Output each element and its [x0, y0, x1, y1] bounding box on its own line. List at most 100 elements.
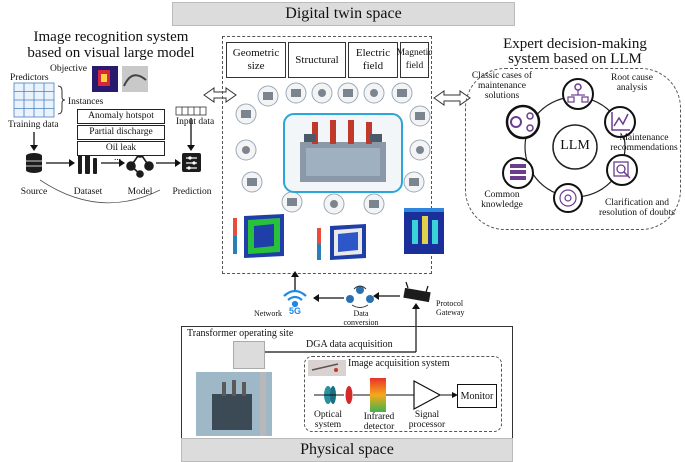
- clar-l2: resolution of doubts: [599, 208, 675, 218]
- dga-device-photo: [233, 341, 265, 369]
- header-geometric-l1: Geometric: [232, 47, 280, 59]
- input-data-bar: [175, 106, 207, 116]
- pipeline-model: Model: [127, 187, 153, 197]
- label-oil-leak: Oil leak: [77, 141, 165, 156]
- common-l1: Common: [484, 190, 520, 200]
- lens-icon: [345, 386, 353, 404]
- database-icon: [26, 153, 42, 173]
- gateway-icon: [403, 281, 431, 303]
- fiveg-label: 5G: [289, 306, 302, 316]
- transformer-model: [300, 120, 386, 182]
- monitor-label: Monitor: [460, 390, 494, 402]
- satellite-disc: [553, 183, 583, 213]
- header-electric-l2: field: [362, 60, 384, 72]
- ir-l2: detector: [363, 422, 395, 432]
- common-l2: knowledge: [481, 200, 523, 210]
- image-acquisition-frame: [304, 356, 502, 432]
- left-title-line2: based on visual large model: [27, 45, 195, 61]
- ir-label: Infrared detector: [356, 412, 402, 432]
- satellite-classic: [505, 104, 541, 140]
- acq-title: Image acquisition system: [348, 358, 450, 369]
- transformer-body: [212, 394, 252, 430]
- ir-photo: [308, 360, 346, 376]
- instances-brace: [57, 85, 66, 115]
- llm-circle-inner: [552, 124, 598, 170]
- pipeline-prediction: Prediction: [172, 187, 212, 197]
- monitor-box: Monitor: [457, 384, 497, 408]
- data-conv-l2: conversion: [343, 318, 379, 327]
- header-geometric-size: Geometric size: [226, 42, 286, 78]
- instances-label: Instances: [68, 97, 104, 107]
- root-l1: Root cause: [611, 73, 653, 83]
- data-conv-l1: Data: [353, 309, 369, 318]
- digital-twin-banner: Digital twin space: [172, 2, 515, 26]
- right-title-line1: Expert decision-making: [503, 36, 647, 52]
- pipeline-source: Source: [20, 187, 48, 197]
- data-conversion-icon: [346, 285, 374, 308]
- signal-label: Signal processor: [404, 410, 450, 430]
- gateway-l1: Protocol: [436, 299, 464, 308]
- feedback-curve: [39, 179, 161, 204]
- left-title-line1: Image recognition system: [33, 29, 189, 45]
- pipeline-dataset: Dataset: [73, 187, 103, 197]
- maint-l2: recommendations: [610, 143, 678, 153]
- prediction-icon: [182, 153, 201, 172]
- ir-l1: Infrared: [363, 412, 395, 422]
- optical-system-icon: [314, 386, 344, 404]
- common-knowledge-label: Common knowledge: [472, 190, 532, 210]
- header-structural-l1: Structural: [295, 53, 339, 66]
- clarification-label: Clarification and resolution of doubts: [590, 198, 684, 218]
- header-electric-field: Electric field: [348, 42, 398, 78]
- network-label: Network: [254, 309, 282, 318]
- header-magnetic-l1: Magnetic: [396, 48, 433, 58]
- transformer-bushing: [242, 382, 246, 396]
- expert-system-frame: [465, 68, 681, 230]
- physical-space-banner: Physical space: [181, 438, 513, 462]
- clar-l1: Clarification and: [604, 198, 670, 208]
- gateway-label: Protocol Gateway: [436, 299, 464, 317]
- header-magnetic-field: Magnetic field: [397, 42, 432, 78]
- satellite-maintenance: [604, 106, 636, 138]
- llm-label: LLM: [560, 138, 590, 153]
- data-conversion-label: Data conversion: [338, 309, 384, 327]
- pole: [260, 372, 266, 436]
- root-cause-label: Root cause analysis: [598, 73, 666, 93]
- signal-processor-icon: [413, 379, 442, 411]
- classic-l3: solutions: [484, 91, 520, 101]
- input-data-label: Input data: [176, 117, 215, 127]
- classic-cases-label: Classic cases of maintenance solutions: [463, 71, 541, 101]
- double-arrow-left: [203, 87, 237, 103]
- signal-l2: processor: [408, 420, 446, 430]
- optical-l1: Optical: [314, 410, 342, 420]
- right-title-line2: system based on LLM: [508, 51, 642, 67]
- site-label: Transformer operating site: [187, 328, 294, 339]
- simulation-electric: [316, 222, 368, 264]
- infrared-detector-icon: [370, 378, 386, 412]
- label-anomaly-hotspot: Anomaly hotspot: [77, 109, 165, 124]
- training-data-label: Training data: [8, 120, 59, 130]
- simulation-magnetic: [404, 208, 444, 254]
- header-structural: Structural: [288, 42, 346, 78]
- digital-twin-frame: [222, 36, 432, 274]
- gateway-l2: Gateway: [436, 308, 465, 317]
- signal-l1: Signal: [414, 410, 440, 420]
- satellite-clarification: [606, 154, 638, 186]
- header-electric-l1: Electric: [355, 47, 391, 59]
- simulation-structural: [232, 212, 288, 260]
- satellite-root-cause: [562, 78, 594, 110]
- transformer-photo: [196, 372, 272, 436]
- root-l2: analysis: [616, 83, 648, 93]
- objective-label: Objective: [50, 64, 87, 74]
- optical-l2: system: [314, 420, 342, 430]
- dataset-icon: [78, 152, 97, 174]
- training-data-grid: [13, 82, 55, 118]
- transformer-bushing: [222, 382, 226, 396]
- dga-label: DGA data acquisition: [306, 339, 393, 350]
- transformer-bushing: [232, 380, 236, 396]
- satellite-common-knowledge: [502, 157, 534, 189]
